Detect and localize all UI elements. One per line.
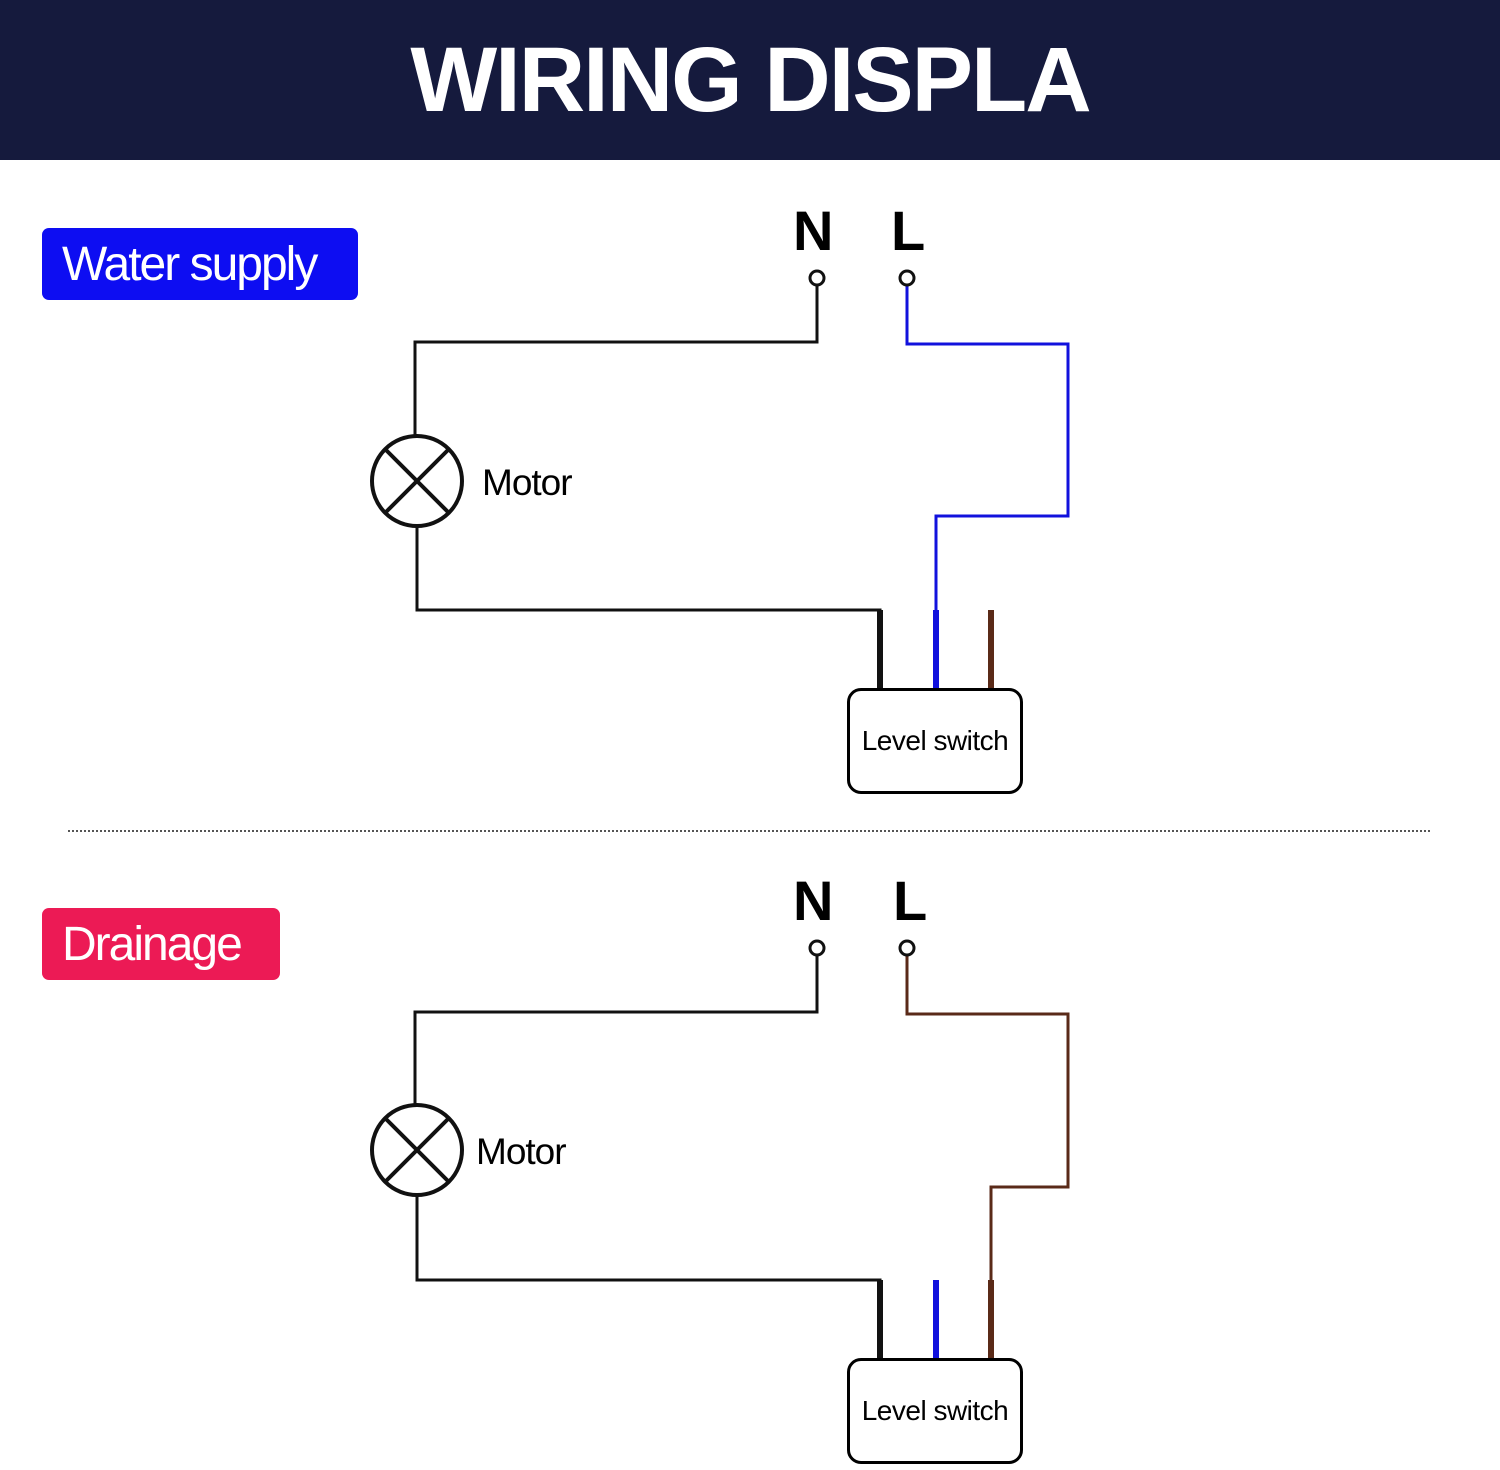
supply-terminal-l [898,269,916,287]
drain-terminal-n [808,939,826,957]
drain-motor-label: Motor [476,1131,567,1172]
page-title: WIRING DISPLA [410,28,1091,131]
drain-n-label: N [793,869,834,932]
supply-n-label: N [793,199,834,262]
section-divider [68,830,1430,832]
supply-motor-return-wire [415,526,882,688]
supply-neutral-wire [413,286,819,436]
drain-level-switch-label: Level switch [861,1395,1009,1426]
drain-motor-return-wire [415,1195,882,1358]
supply-motor-label: Motor [482,462,573,503]
header-banner: WIRING DISPLA [0,0,1500,160]
drain-level-switch: Level switch [847,1358,1023,1464]
supply-level-switch: Level switch [847,688,1023,794]
drain-motor-icon [370,1103,464,1197]
supply-l-label: L [891,199,926,262]
supply-level-switch-label: Level switch [861,725,1009,756]
water-supply-badge: Water supply [42,228,358,300]
drainage-badge: Drainage [42,908,280,980]
supply-terminal-n [808,269,826,287]
supply-live-wire [905,286,1070,610]
drain-l-label: L [893,869,928,932]
drain-neutral-wire [413,956,819,1106]
drain-circuit [370,939,1070,1358]
drain-terminal-l [898,939,916,957]
supply-circuit [370,269,1070,688]
drain-live-wire [905,956,1070,1280]
supply-motor-icon [370,434,464,528]
